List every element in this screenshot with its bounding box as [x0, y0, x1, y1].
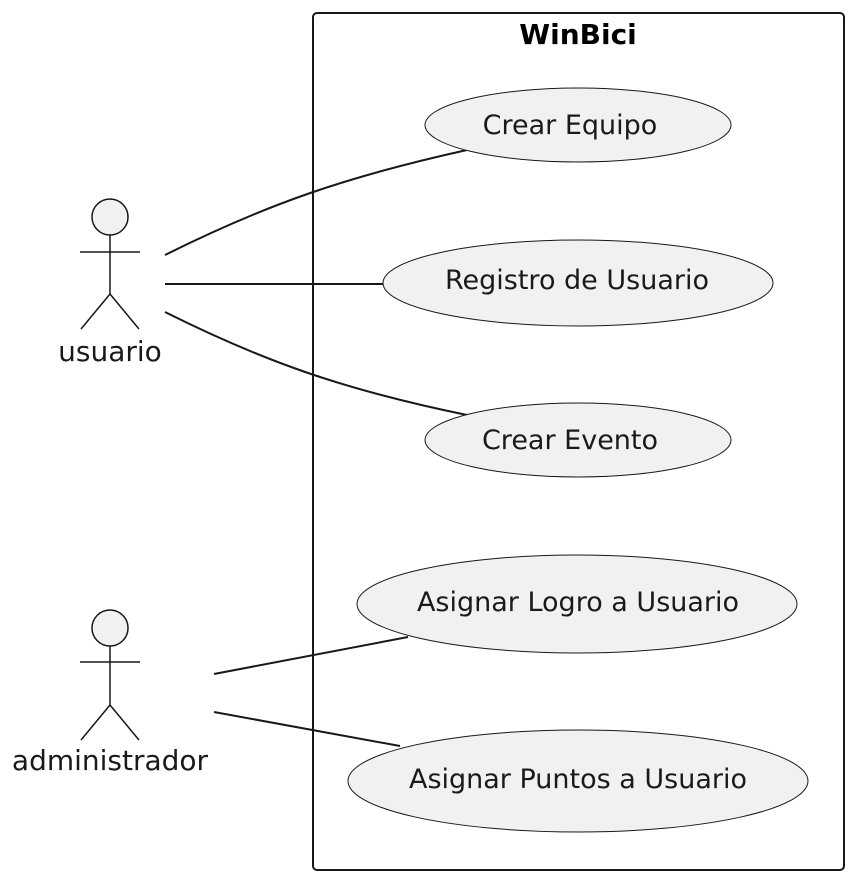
usecase-ellipse: [424, 87, 732, 163]
usecase-asignar-puntos-a-usuario: Asignar Puntos a Usuario: [347, 729, 809, 833]
actor-usuario: usuario: [58, 198, 162, 368]
actor-label: administrador: [12, 744, 209, 777]
usecase-ellipse: [424, 402, 732, 478]
usecase-label: Asignar Logro a Usuario: [417, 587, 739, 618]
usecase-label: Crear Evento: [482, 425, 658, 456]
system-boundary: [312, 12, 845, 871]
usecase-ellipse: [347, 729, 809, 833]
stick-figure-icon: [80, 609, 140, 741]
usecase-ellipse: [356, 554, 798, 654]
usecase-label: Crear Equipo: [483, 110, 658, 141]
association-administrador-asignar-puntos: [213, 711, 401, 747]
system-title: WinBici: [519, 18, 637, 51]
actor-administrador: administrador: [12, 609, 209, 777]
usecase-ellipse: [382, 239, 774, 327]
usecase-registro-de-usuario: Registro de Usuario: [382, 239, 774, 327]
actor-label: usuario: [58, 335, 162, 368]
stick-figure-icon: [80, 198, 140, 330]
association-usuario-crear-evento: [164, 311, 468, 416]
association-administrador-asignar-logro: [213, 636, 409, 675]
usecase-label: Registro de Usuario: [445, 265, 709, 296]
usecase-label: Asignar Puntos a Usuario: [409, 764, 747, 795]
association-usuario-crear-equipo: [164, 149, 468, 256]
usecase-crear-equipo: Crear Equipo: [424, 87, 732, 163]
usecase-asignar-logro-a-usuario: Asignar Logro a Usuario: [356, 554, 798, 654]
usecase-crear-evento: Crear Evento: [424, 402, 732, 478]
